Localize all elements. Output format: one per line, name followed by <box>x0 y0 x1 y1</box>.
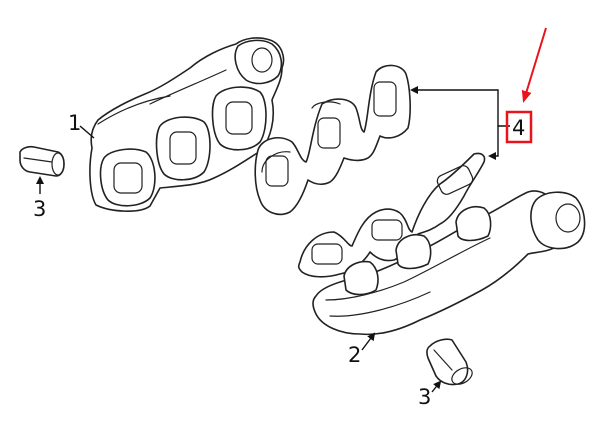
leader-part-1 <box>79 125 95 139</box>
leader-part-4-upper <box>410 86 510 127</box>
exhaust-manifold-right <box>312 190 586 336</box>
manifold-gasket-upper <box>254 64 411 216</box>
leader-part-4-lower <box>488 126 499 160</box>
callout-4: 4 <box>512 116 525 140</box>
part-4-highlight-box <box>505 110 533 144</box>
stud-sleeve-left <box>19 145 65 177</box>
leader-part-2 <box>361 332 376 351</box>
leader-part-3-right <box>431 380 442 393</box>
callout-1: 1 <box>68 111 81 135</box>
manifold-gasket-lower <box>297 152 486 278</box>
callout-3-right: 3 <box>418 385 431 409</box>
exhaust-manifold-left <box>89 37 285 212</box>
callout-3-left: 3 <box>33 197 46 221</box>
stud-sleeve-right <box>426 338 473 386</box>
highlight-arrow <box>521 27 547 103</box>
callout-2: 2 <box>348 343 361 367</box>
